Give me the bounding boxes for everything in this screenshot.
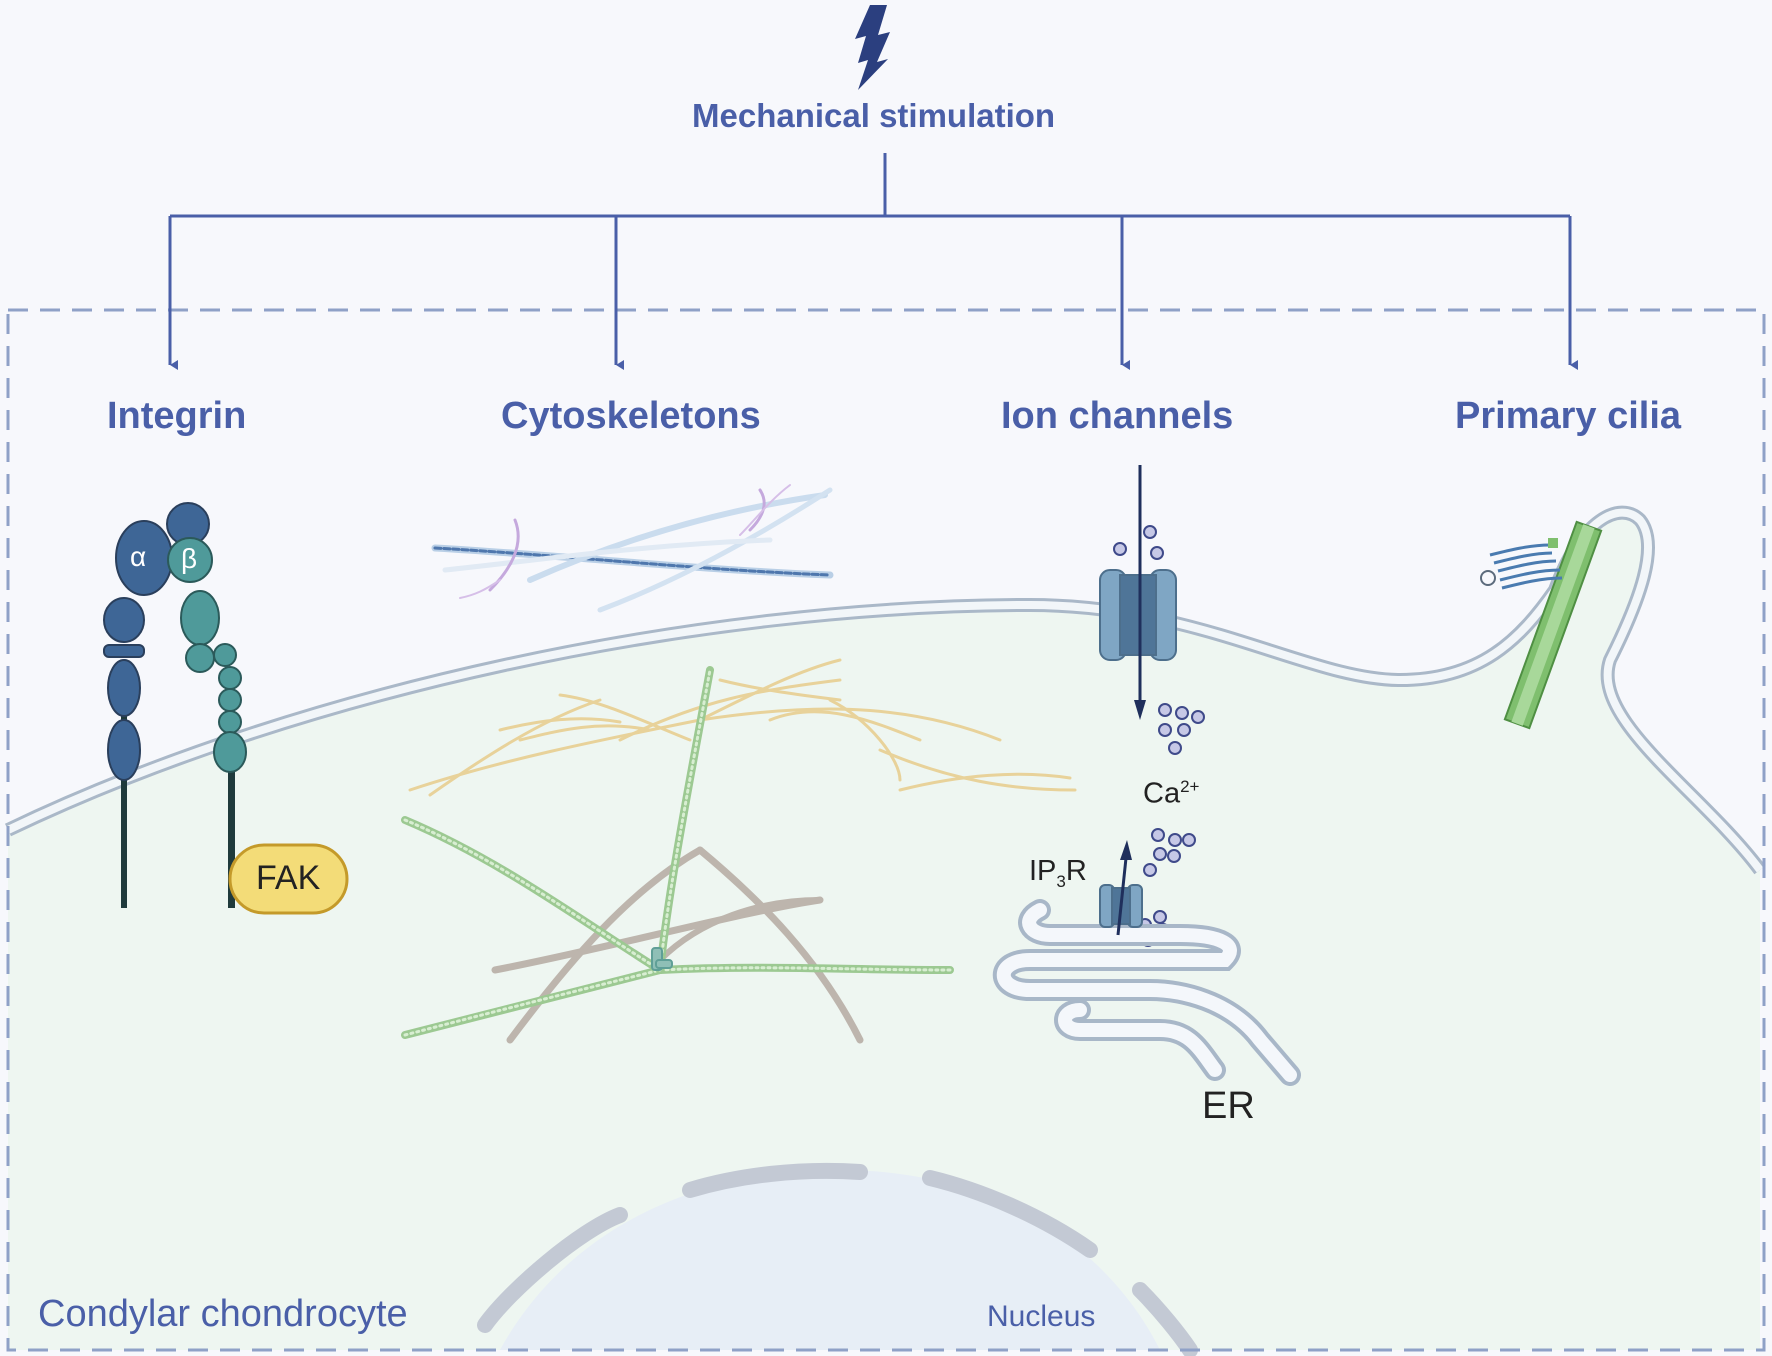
cortical-actin: [431, 484, 834, 613]
nucleus-label: Nucleus: [987, 1300, 1096, 1333]
calcium-label: Ca2+: [1143, 777, 1199, 811]
calcium-charge: 2+: [1180, 777, 1200, 796]
ion-channel: [1099, 569, 1177, 661]
cell-frame: [6, 308, 1766, 1352]
ip3r-label: IP3R: [1029, 855, 1087, 892]
cell-cytoplasm: [8, 512, 1760, 1350]
calcium-ions: [1113, 525, 1205, 947]
stimulation-tree: [168, 153, 1578, 370]
category-integrin: Integrin: [107, 395, 247, 437]
cell-membrane-inner: [6, 508, 1764, 873]
ip3r-prefix: IP: [1029, 855, 1057, 887]
nuclear-envelope: [477, 1162, 1198, 1356]
ip3r-suffix: R: [1065, 855, 1087, 887]
integrin-beta-label: β: [181, 543, 198, 574]
ip3r-arrow: [1116, 840, 1132, 936]
endoplasmic-reticulum: [993, 899, 1301, 1086]
er-label: ER: [1202, 1085, 1255, 1127]
fak-badge: [228, 843, 349, 915]
fak-label: FAK: [256, 859, 321, 897]
category-ion-channels: Ion channels: [1001, 395, 1234, 437]
ip3r-channel: [1099, 884, 1143, 928]
ciliary-receptor: [1480, 538, 1563, 590]
calcium-symbol: Ca: [1143, 777, 1181, 810]
integrin-alpha-subunit: [103, 520, 173, 908]
diagram-title: Mechanical stimulation: [692, 97, 1056, 134]
ip3r-subscript: 3: [1056, 871, 1066, 891]
integrin-beta-subunit: [166, 502, 247, 908]
nucleus: [500, 1170, 1160, 1350]
cell-label: Condylar chondrocyte: [38, 1293, 408, 1335]
primary-cilium: [1503, 520, 1603, 730]
intermediate-filaments: [408, 658, 1077, 797]
lightning-icon: [855, 5, 890, 90]
category-primary-cilia: Primary cilia: [1455, 395, 1682, 437]
category-cytoskeletons: Cytoskeletons: [501, 395, 761, 437]
centrosome: [651, 947, 673, 971]
actin-fibers: [401, 666, 954, 1039]
integrin-alpha-label: α: [130, 541, 147, 572]
ion-channel-arrow: [1134, 465, 1146, 720]
